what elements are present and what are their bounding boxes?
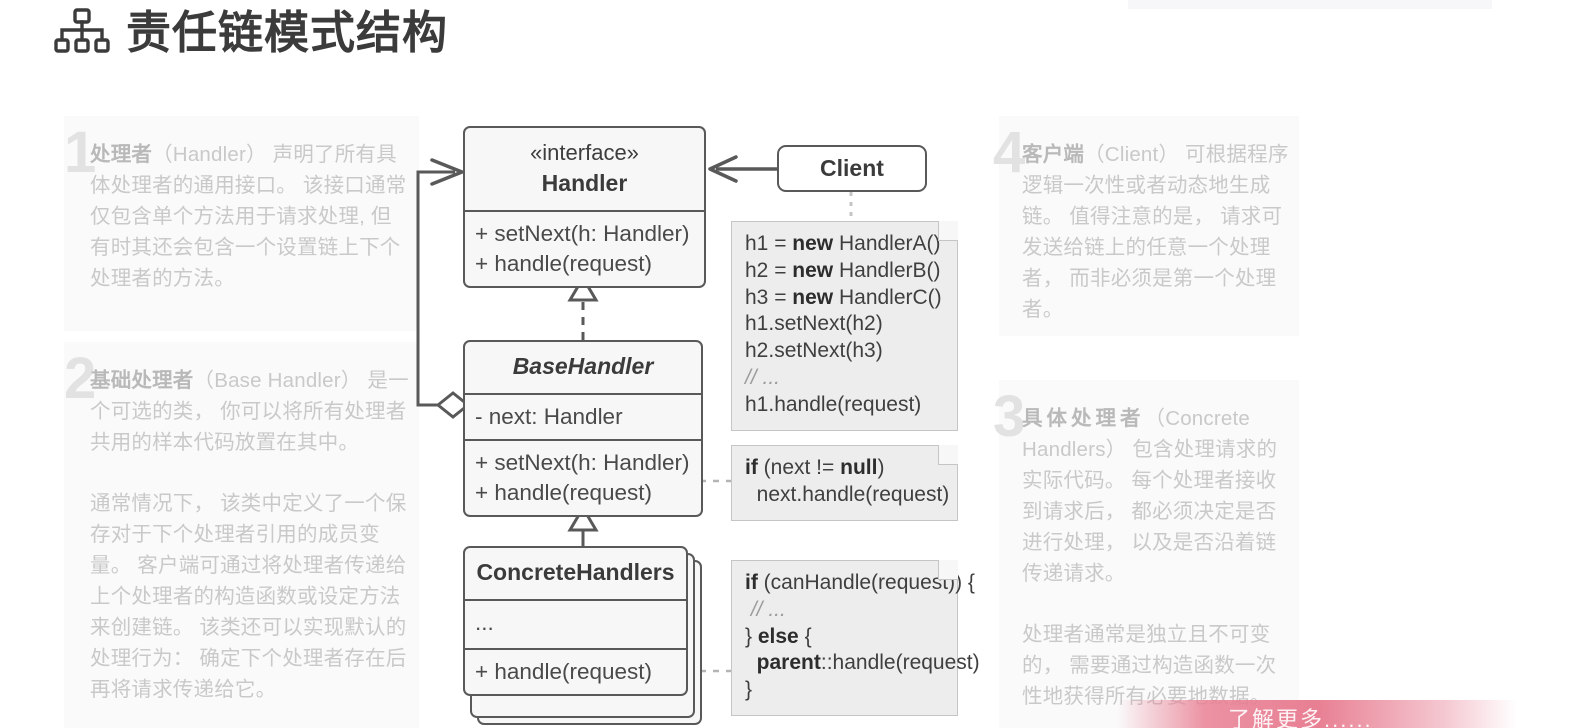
note-client-line-3: h3 = new HandlerC(): [745, 285, 942, 309]
concrete-handlers-methods-section: + handle(request): [465, 648, 686, 694]
note-client-code: h1 = new HandlerA() h2 = new HandlerB() …: [731, 221, 958, 431]
uml-class-client[interactable]: Client: [777, 145, 927, 192]
watermark-text: 了解更多......: [1228, 707, 1373, 728]
description-number-4: 4: [993, 120, 1026, 185]
base-handler-fields-section: - next: Handler: [465, 393, 701, 439]
note-client-line-6: // ...: [745, 365, 781, 389]
description-block-base-handler: 2 基础处理者（Base Handler） 是一个可选的类， 你可以将所有处理者…: [64, 342, 419, 728]
desc-en-3: （Concrete Handlers）: [1022, 407, 1250, 461]
client-class-name: Client: [820, 155, 884, 181]
desc-para-3b: 处理者通常是独立且不可变的， 需要通过构造函数一次性地获得所有必要地数据。: [1022, 623, 1277, 708]
note-can-line-2: // ...: [745, 597, 786, 621]
desc-para-2a: 是一个可选的类， 你可以将所有处理者共用的样本代码放置在其中。: [90, 369, 409, 454]
concrete-handlers-class-name: ConcreteHandlers: [476, 559, 675, 585]
note-fold-corner: [938, 221, 958, 241]
base-handler-class-name: BaseHandler: [512, 353, 654, 379]
desc-en-2: （Base Handler）: [193, 369, 362, 392]
description-block-client: 4 客户端（Client） 可根据程序逻辑一次性或者动态地生成链。 值得注意的是…: [993, 116, 1299, 336]
description-number-1: 1: [64, 120, 97, 185]
desc-term-3: 具体处理者: [1022, 407, 1145, 430]
note-client-line-7: h1.handle(request): [745, 392, 922, 416]
description-text-3: 具体处理者（Concrete Handlers） 包含处理请求的实际代码。 每个…: [1022, 403, 1294, 712]
note-client-line-5: h2.setNext(h3): [745, 339, 883, 363]
base-handler-method-handle: + handle(request): [475, 480, 652, 505]
page-header: 责任链模式结构: [54, 8, 448, 56]
desc-para-4: 可根据程序逻辑一次性或者动态地生成链。 值得注意的是， 请求可发送给链上的任意一…: [1022, 143, 1289, 321]
note-fold-corner: [938, 445, 958, 465]
note-client-line-2: h2 = new HandlerB(): [745, 258, 941, 282]
desc-term-2: 基础处理者: [90, 369, 194, 392]
description-text-4: 客户端（Client） 可根据程序逻辑一次性或者动态地生成链。 值得注意的是， …: [1022, 139, 1294, 325]
handler-method-handle: + handle(request): [475, 251, 652, 276]
description-number-2: 2: [64, 346, 97, 411]
note-can-line-4: parent::handle(request): [756, 651, 980, 675]
desc-en-4: （Client）: [1084, 143, 1180, 166]
desc-para-2b: 通常情况下， 该类中定义了一个保存对于下个处理者引用的成员变量。 客户端可通过将…: [90, 492, 407, 701]
note-can-handle: if (canHandle(request)) { // ... } else …: [731, 560, 980, 716]
description-number-3: 3: [993, 384, 1026, 449]
uml-class-handler[interactable]: «interface» Handler + setNext(h: Handler…: [463, 126, 706, 288]
page-title: 责任链模式结构: [126, 6, 449, 58]
handler-methods-section: + setNext(h: Handler) + handle(request): [465, 210, 704, 286]
hierarchy-icon: [54, 8, 110, 53]
handler-title-section: «interface» Handler: [465, 128, 704, 210]
description-text-2: 基础处理者（Base Handler） 是一个可选的类， 你可以将所有处理者共用…: [90, 365, 410, 705]
note-can-line-5: }: [745, 678, 753, 702]
concrete-handlers-fields-section: ...: [465, 599, 686, 648]
top-strip: [1128, 0, 1492, 9]
base-handler-methods-section: + setNext(h: Handler) + handle(request): [465, 439, 701, 515]
desc-para-3a: 包含处理请求的实际代码。 每个处理者接收到请求后， 都必须决定是否进行处理， 以…: [1022, 438, 1278, 585]
concrete-handlers-field-ellipsis: ...: [475, 610, 494, 635]
description-block-concrete-handlers: 3 具体处理者（Concrete Handlers） 包含处理请求的实际代码。 …: [993, 380, 1299, 728]
desc-term-4: 客户端: [1022, 143, 1085, 166]
note-fold-corner: [938, 560, 958, 580]
desc-term-1: 处理者: [90, 143, 153, 166]
uml-class-base-handler[interactable]: BaseHandler - next: Handler + setNext(h:…: [463, 340, 703, 517]
note-client-line-1: h1 = new HandlerA(): [745, 232, 941, 255]
concrete-handlers-method-handle: + handle(request): [475, 659, 652, 684]
note-client-line-4: h1.setNext(h2): [745, 312, 883, 336]
desc-para-1: 声明了所有具体处理者的通用接口。 该接口通常仅包含单个方法用于请求处理, 但有时…: [90, 143, 407, 290]
handler-method-setnext: + setNext(h: Handler): [475, 221, 690, 246]
base-handler-title-section: BaseHandler: [465, 342, 701, 393]
watermark-banner: [1117, 700, 1517, 728]
description-block-handler: 1 处理者（Handler） 声明了所有具体处理者的通用接口。 该接口通常仅包含…: [64, 116, 419, 331]
uml-class-concrete-handlers[interactable]: ConcreteHandlers ... + handle(request): [463, 546, 688, 696]
note-can-line-1: if (canHandle(request)) {: [745, 571, 975, 594]
base-handler-field-next: - next: Handler: [475, 404, 623, 429]
note-can-line-3: } else {: [745, 624, 812, 648]
note-next-check: if (next != null) next.handle(request): [731, 445, 958, 521]
description-text-1: 处理者（Handler） 声明了所有具体处理者的通用接口。 该接口通常仅包含单个…: [90, 139, 410, 294]
base-handler-method-setnext: + setNext(h: Handler): [475, 450, 690, 475]
concrete-handlers-title-section: ConcreteHandlers: [465, 548, 686, 599]
handler-stereotype: «interface»: [530, 140, 639, 165]
desc-en-1: （Handler）: [152, 143, 267, 166]
note-next-line-2: next.handle(request): [745, 482, 950, 506]
handler-class-name: Handler: [541, 170, 628, 196]
note-next-line-1: if (next != null): [745, 456, 885, 479]
